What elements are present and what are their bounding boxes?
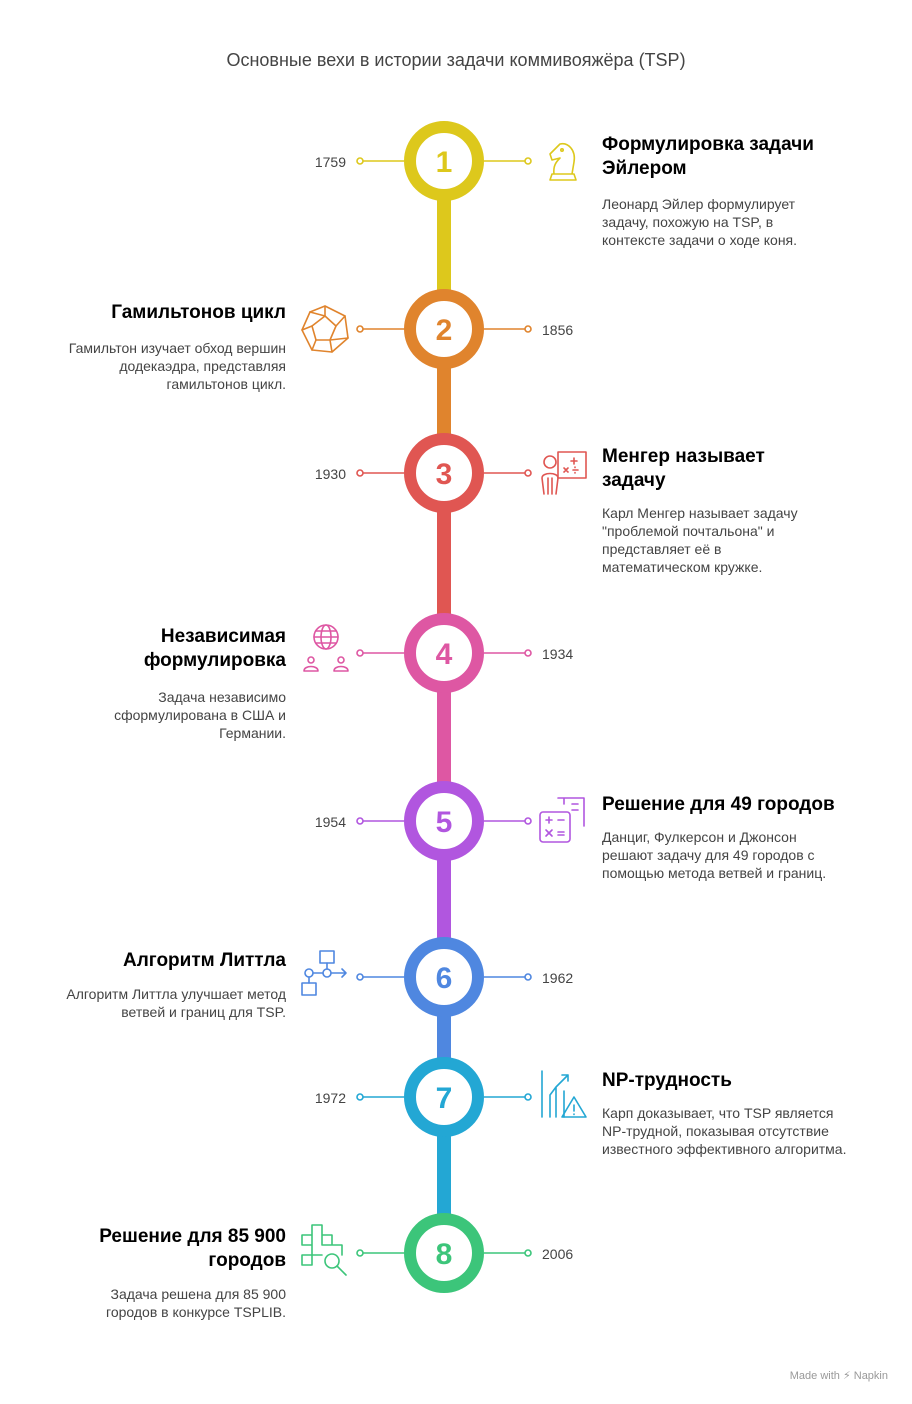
chess-knight-icon xyxy=(549,142,577,181)
made-with-badge[interactable]: Made with ⚡ Napkin xyxy=(790,1369,888,1382)
milestone-1-heading: Формулировка задачи Эйлером xyxy=(602,134,814,179)
milestone-6-heading: Алгоритм Литтла xyxy=(123,950,286,971)
connector-dot-left-5 xyxy=(356,817,364,825)
polyhedron-icon xyxy=(301,305,349,353)
milestone-number-4: 4 xyxy=(436,638,453,671)
timeline-nodes: 1 2 3 4 5 6 7 8 xyxy=(404,121,484,1293)
connector-dot-left-1 xyxy=(356,157,364,165)
flowchart-icon xyxy=(301,950,347,996)
made-with-label: Made with xyxy=(789,1370,840,1382)
milestone-7-year: 1972 xyxy=(314,1090,346,1106)
milestone-4-year: 1934 xyxy=(542,646,574,662)
connector-dot-left-3 xyxy=(356,469,364,477)
milestone-3-description: Карл Менгер называет задачу "проблемой п… xyxy=(602,505,798,575)
milestone-5-description: Данциг, Фулкерсон и Джонсон решают задач… xyxy=(602,829,827,881)
milestone-7-heading: NP-трудность xyxy=(602,1070,732,1091)
milestone-4-description: Задача независимо сформулирована в США и… xyxy=(114,689,286,741)
milestone-number-5: 5 xyxy=(436,806,453,839)
milestone-node-7 xyxy=(404,1057,484,1137)
milestone-1-description: Леонард Эйлер формулирует задачу, похожу… xyxy=(602,196,798,248)
milestone-number-1: 1 xyxy=(436,146,453,179)
connector-dot-left-4 xyxy=(356,649,364,657)
spine-segment-1 xyxy=(437,197,451,293)
milestone-node-1 xyxy=(404,121,484,201)
milestone-node-2 xyxy=(404,289,484,369)
milestone-3-heading: Менгер называет задачу xyxy=(602,446,765,491)
connector-dot-right-3 xyxy=(524,469,532,477)
connector-dot-left-2 xyxy=(356,325,364,333)
globe-people-icon xyxy=(303,624,349,672)
spine-segment-7 xyxy=(437,1133,451,1217)
milestone-node-6 xyxy=(404,937,484,1017)
milestone-1-year: 1759 xyxy=(314,154,346,170)
connector-dot-right-5 xyxy=(524,817,532,825)
grid-search-icon xyxy=(301,1224,347,1276)
milestone-number-3: 3 xyxy=(436,458,453,491)
warning-chart-icon xyxy=(541,1070,587,1118)
milestone-node-5 xyxy=(404,781,484,861)
spine-segment-5 xyxy=(437,857,451,941)
milestone-5-heading: Решение для 49 городов xyxy=(602,794,835,815)
brand-name: Napkin xyxy=(853,1370,888,1382)
connector-dot-right-1 xyxy=(524,157,532,165)
milestone-3-year: 1930 xyxy=(314,466,346,482)
milestone-number-6: 6 xyxy=(436,962,453,995)
timeline-connectors xyxy=(356,157,532,1257)
milestone-6-description: Алгоритм Литтла улучшает метод ветвей и … xyxy=(66,986,286,1020)
milestone-number-2: 2 xyxy=(436,314,453,347)
connector-dot-right-4 xyxy=(524,649,532,657)
milestone-number-7: 7 xyxy=(436,1082,453,1115)
milestone-8-description: Задача решена для 85 900 городов в конку… xyxy=(106,1286,286,1320)
milestone-8-year: 2006 xyxy=(542,1246,574,1262)
timeline-spine xyxy=(437,197,451,1217)
napkin-logo-icon: ⚡ xyxy=(842,1370,851,1382)
connector-dot-right-6 xyxy=(524,973,532,981)
spine-segment-6 xyxy=(437,1013,451,1061)
milestone-8-heading: Решение для 85 900 городов xyxy=(99,1226,286,1271)
connector-dot-left-8 xyxy=(356,1249,364,1257)
spine-segment-2 xyxy=(437,365,451,437)
calculator-icon xyxy=(539,797,585,843)
milestone-number-8: 8 xyxy=(436,1238,453,1271)
milestone-2-heading: Гамильтонов цикл xyxy=(111,302,286,323)
milestone-5-year: 1954 xyxy=(314,814,346,830)
milestone-node-8 xyxy=(404,1213,484,1293)
teacher-math-icon xyxy=(541,451,587,495)
milestone-6-year: 1962 xyxy=(542,970,574,986)
connector-dot-right-2 xyxy=(524,325,532,333)
milestone-node-3 xyxy=(404,433,484,513)
page-title: Основные вехи в истории задачи коммивояж… xyxy=(226,50,686,70)
milestone-4-heading: Независимая формулировка xyxy=(143,626,286,671)
milestone-2-description: Гамильтон изучает обход вершин додекаэдр… xyxy=(68,340,286,392)
connector-dot-right-8 xyxy=(524,1249,532,1257)
connector-dot-left-7 xyxy=(356,1093,364,1101)
milestone-2-year: 1856 xyxy=(542,322,574,338)
connector-dot-right-7 xyxy=(524,1093,532,1101)
spine-segment-4 xyxy=(437,689,451,785)
spine-segment-3 xyxy=(437,509,451,617)
connector-dot-left-6 xyxy=(356,973,364,981)
milestone-node-4 xyxy=(404,613,484,693)
timeline-icons xyxy=(301,142,587,1276)
milestone-7-description: Карп доказывает, что TSP является NP-тру… xyxy=(602,1105,847,1157)
